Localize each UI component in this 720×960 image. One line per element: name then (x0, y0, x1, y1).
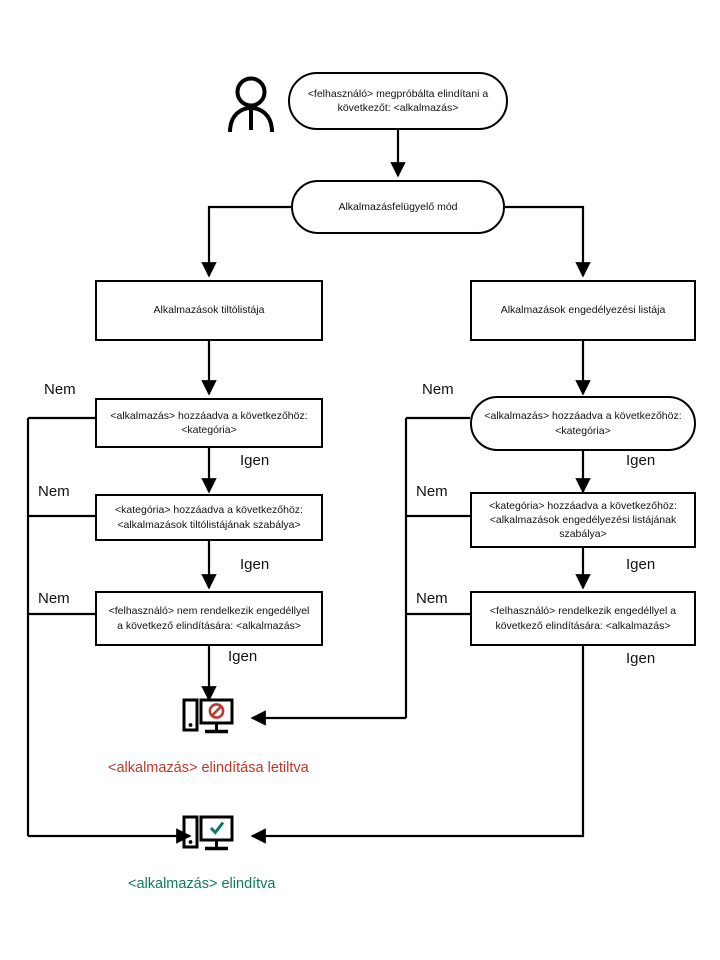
monitor-blocked-icon (182, 698, 234, 745)
node-deny-app-in-category-label: <alkalmazás> hozzáadva a következőhöz: <… (110, 409, 308, 436)
node-deny-category-in-rule-label: <kategória> hozzáadva a következőhöz: <a… (115, 504, 303, 531)
edge-label-no-allow-2: Nem (416, 483, 448, 500)
edge-label-yes-allow-2: Igen (626, 556, 656, 573)
node-deny-app-in-category[interactable]: <alkalmazás> hozzáadva a következőhöz: <… (95, 398, 323, 448)
node-allowlist-label: Alkalmazások engedélyezési listája (500, 304, 666, 317)
edge-label-no-allow-3: Nem (416, 590, 448, 607)
node-deny-user-no-permission[interactable]: <felhasználó> nem rendelkezik engedéllye… (95, 591, 323, 646)
node-application-control-mode[interactable]: Alkalmazásfelügyelő mód (291, 180, 505, 234)
node-start[interactable]: <felhasználó> megpróbálta elindítani a k… (288, 72, 508, 130)
edge-label-no-deny-1: Nem (44, 381, 76, 398)
edge-label-yes-deny-1: Igen (240, 452, 270, 469)
monitor-allowed-icon (182, 815, 234, 862)
node-allow-app-in-category[interactable]: <alkalmazás> hozzáadva a következőhöz: <… (470, 396, 696, 451)
node-allow-app-in-category-label: <alkalmazás> hozzáadva a következőhöz: <… (484, 410, 682, 437)
outcome-blocked-label: <alkalmazás> elindítása letiltva (108, 760, 309, 776)
node-start-label: <felhasználó> megpróbálta elindítani a k… (307, 87, 489, 114)
edge-label-yes-deny-2: Igen (240, 556, 270, 573)
node-allow-user-has-permission[interactable]: <felhasználó> rendelkezik engedéllyel a … (470, 591, 696, 646)
node-allow-category-in-rule-label: <kategória> hozzáadva a következőhöz: <a… (489, 499, 677, 541)
node-denylist[interactable]: Alkalmazások tiltólistája (95, 280, 323, 341)
node-allow-category-in-rule[interactable]: <kategória> hozzáadva a következőhöz: <a… (470, 492, 696, 548)
edge-label-yes-allow-1: Igen (626, 452, 656, 469)
node-deny-user-no-permission-label: <felhasználó> nem rendelkezik engedéllye… (108, 605, 310, 632)
user-actor-icon (222, 74, 280, 141)
edge-label-yes-allow-3: Igen (626, 650, 656, 667)
node-denylist-label: Alkalmazások tiltólistája (153, 304, 265, 317)
outcome-allowed-label: <alkalmazás> elindítva (128, 876, 276, 892)
node-allowlist[interactable]: Alkalmazások engedélyezési listája (470, 280, 696, 341)
edge-label-no-deny-3: Nem (38, 590, 70, 607)
node-mode-label: Alkalmazásfelügyelő mód (338, 200, 458, 213)
node-allow-user-has-permission-label: <felhasználó> rendelkezik engedéllyel a … (489, 605, 677, 632)
node-deny-category-in-rule[interactable]: <kategória> hozzáadva a következőhöz: <a… (95, 494, 323, 541)
edge-label-no-allow-1: Nem (422, 381, 454, 398)
edge-label-yes-deny-3: Igen (228, 648, 258, 665)
edge-label-no-deny-2: Nem (38, 483, 70, 500)
